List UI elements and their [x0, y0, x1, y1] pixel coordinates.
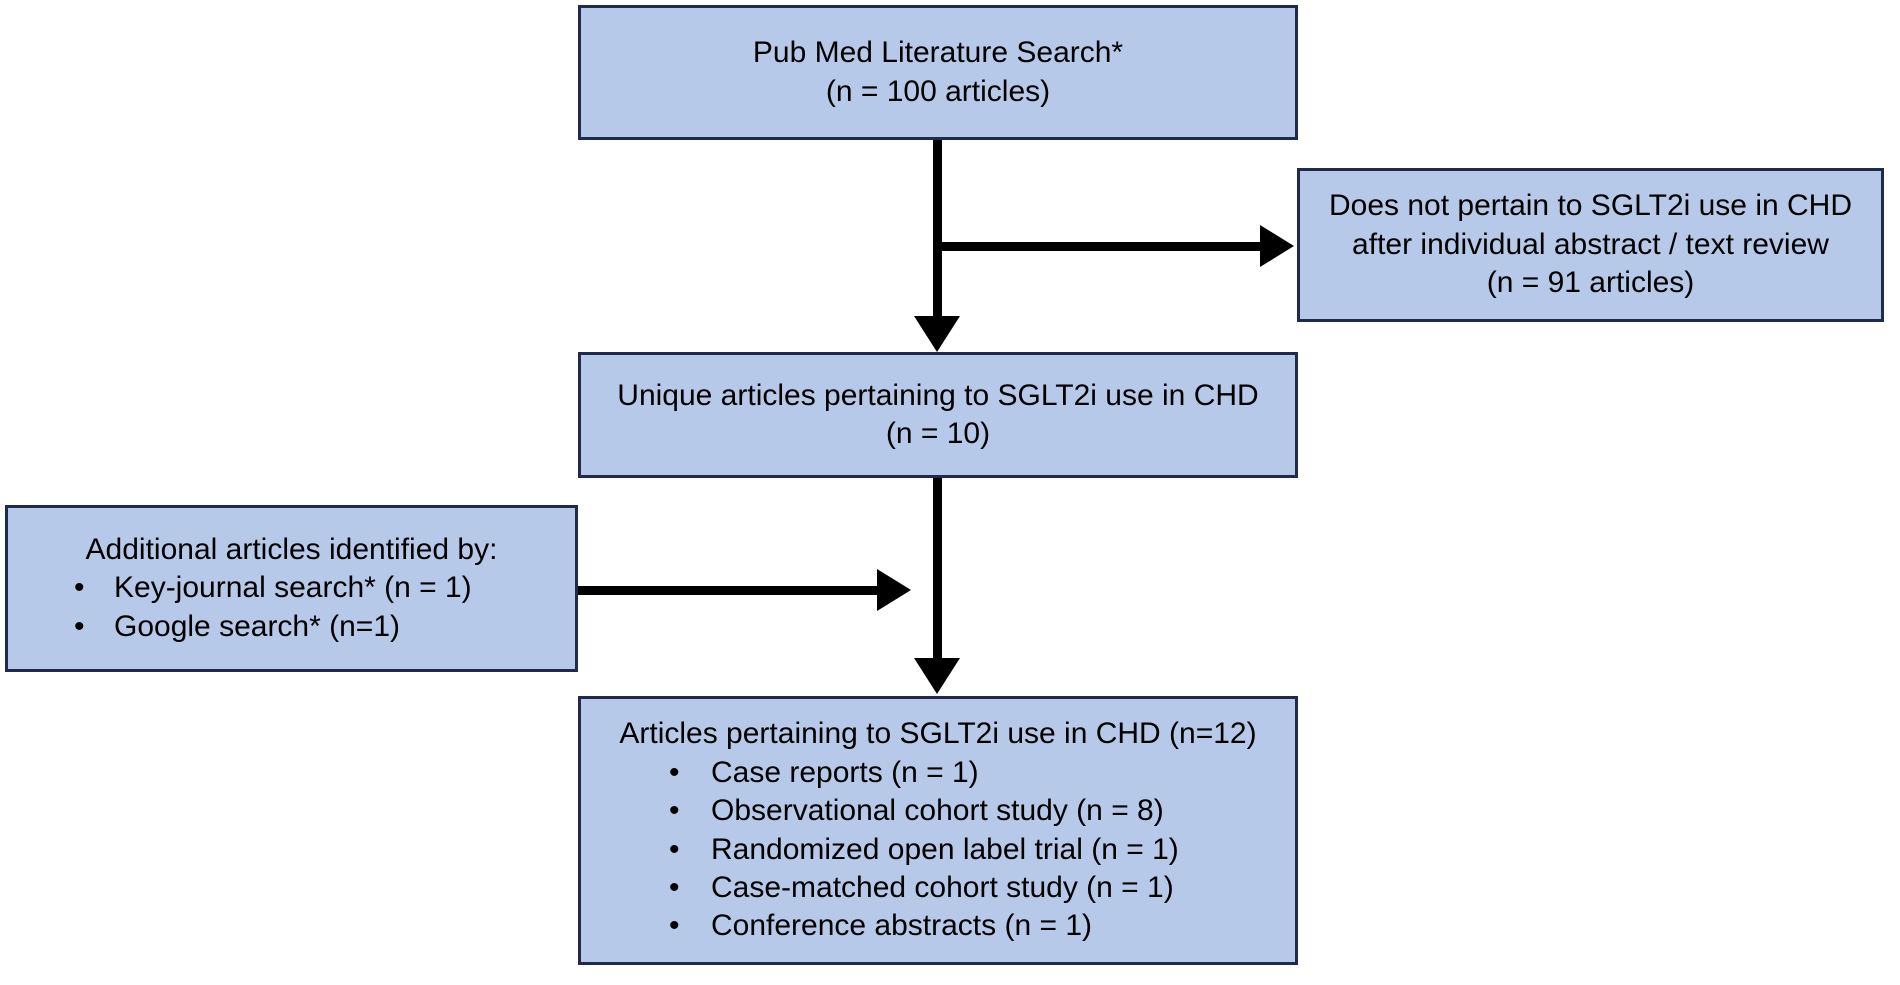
node-additional-articles: Additional articles identified by: • Key-… — [5, 505, 578, 672]
node-final-articles-text: Articles pertaining to SGLT2i use in CHD… — [581, 715, 1295, 945]
bullet-icon: • — [669, 870, 680, 904]
list-item: • Conference abstracts (n = 1) — [591, 907, 1285, 945]
list-item-label: Observational cohort study (n = 8) — [711, 794, 1164, 828]
node-additional-articles-title: Additional articles identified by: — [85, 532, 498, 566]
node-pubmed-search-line-1: Pub Med Literature Search* — [752, 36, 1124, 70]
node-final-articles-bullet-list: • Case reports (n = 1) • Observational coh… — [591, 754, 1285, 946]
list-item-label: Case-matched cohort study (n = 1) — [711, 870, 1174, 904]
bullet-icon: • — [669, 794, 680, 828]
node-excluded-articles-line-1: Does not pertain to SGLT2i use in CHD — [1328, 189, 1853, 223]
node-pubmed-search-line-2: (n = 100 articles) — [825, 74, 1051, 108]
list-item-label: Google search* (n=1) — [114, 609, 400, 643]
list-item: • Key-journal search* (n = 1) — [18, 569, 565, 607]
bullet-icon: • — [74, 609, 85, 643]
node-excluded-articles-text: Does not pertain to SGLT2i use in CHD af… — [1300, 187, 1881, 302]
node-pubmed-search-text: Pub Med Literature Search* (n = 100 arti… — [581, 34, 1295, 111]
connector-additional-to-final-arrowhead — [877, 569, 911, 611]
connector-additional-to-final-line — [578, 586, 880, 595]
list-item: • Case reports (n = 1) — [591, 754, 1285, 792]
node-unique-articles-line-1: Unique articles pertaining to SGLT2i use… — [617, 378, 1259, 412]
list-item-label: Key-journal search* (n = 1) — [114, 571, 472, 605]
node-excluded-articles: Does not pertain to SGLT2i use in CHD af… — [1297, 168, 1884, 322]
connector-pubmed-to-unique-arrowhead — [914, 316, 960, 352]
list-item-label: Randomized open label trial (n = 1) — [711, 832, 1179, 866]
node-unique-articles-text: Unique articles pertaining to SGLT2i use… — [581, 377, 1295, 454]
bullet-icon: • — [669, 909, 680, 943]
list-item: • Case-matched cohort study (n = 1) — [591, 869, 1285, 907]
list-item-label: Case reports (n = 1) — [711, 755, 979, 789]
node-pubmed-search: Pub Med Literature Search* (n = 100 arti… — [578, 5, 1298, 140]
bullet-icon: • — [669, 755, 680, 789]
bullet-icon: • — [669, 832, 680, 866]
list-item-label: Conference abstracts (n = 1) — [711, 909, 1093, 943]
node-unique-articles: Unique articles pertaining to SGLT2i use… — [578, 352, 1298, 478]
connector-unique-to-final-line — [933, 478, 942, 661]
connector-unique-to-final-arrowhead — [914, 658, 960, 694]
node-excluded-articles-line-3: (n = 91 articles) — [1486, 266, 1695, 300]
list-item: • Observational cohort study (n = 8) — [591, 792, 1285, 830]
node-additional-articles-bullet-list: • Key-journal search* (n = 1) • Google sea… — [18, 569, 565, 646]
node-excluded-articles-line-2: after individual abstract / text review — [1352, 227, 1829, 261]
list-item: • Google search* (n=1) — [18, 608, 565, 646]
list-item: • Randomized open label trial (n = 1) — [591, 831, 1285, 869]
node-final-articles: Articles pertaining to SGLT2i use in CHD… — [578, 696, 1298, 965]
connector-pubmed-to-excluded-line — [933, 242, 1263, 251]
bullet-icon: • — [74, 571, 85, 605]
node-final-articles-title: Articles pertaining to SGLT2i use in CHD… — [619, 717, 1257, 751]
node-additional-articles-text: Additional articles identified by: • Key-… — [8, 531, 575, 646]
connector-pubmed-to-unique-line — [933, 140, 942, 320]
node-unique-articles-line-2: (n = 10) — [885, 417, 991, 450]
connector-pubmed-to-excluded-arrowhead — [1260, 225, 1294, 267]
